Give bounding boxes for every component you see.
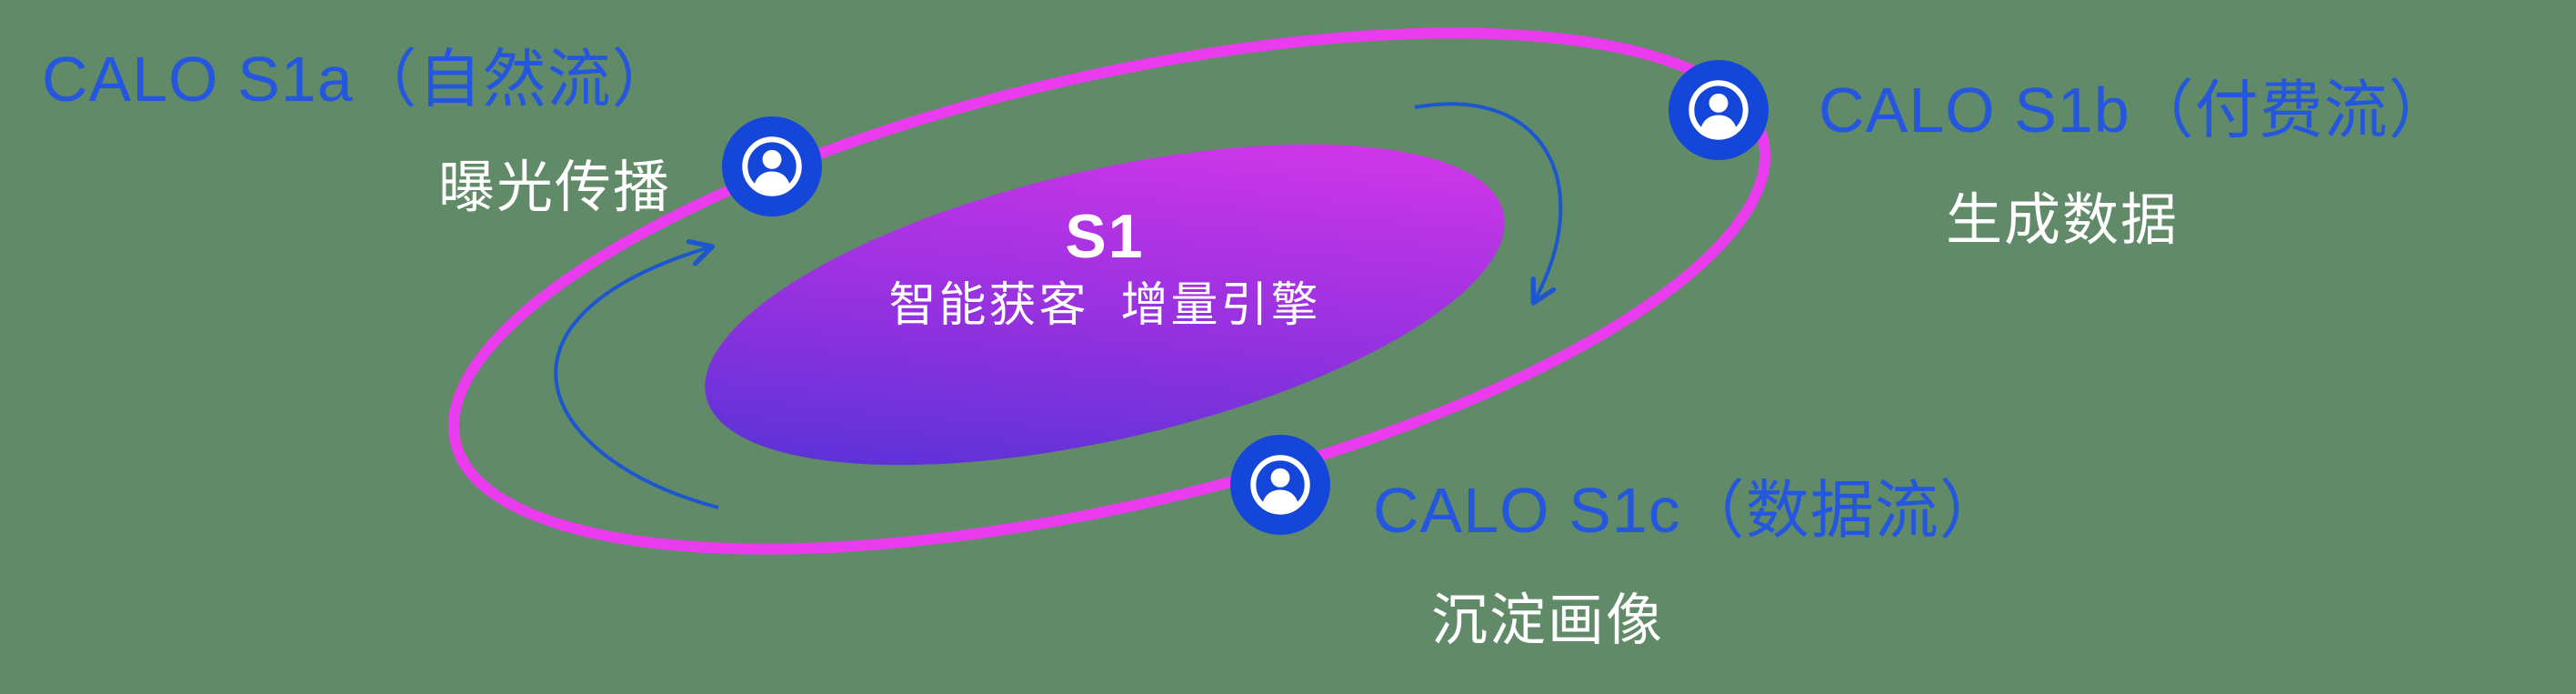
right-flow-arrow	[1414, 102, 1563, 306]
core-title: S1	[1065, 202, 1145, 271]
left-flow-arrow	[554, 238, 719, 509]
sublabel-s1c: 沉淀画像	[1431, 589, 1665, 652]
sublabel-s1b: 生成数据	[1946, 189, 2180, 252]
core-subtitle: 智能获客 增量引擎	[888, 279, 1321, 332]
label-s1c: CALO S1c（数据流）	[1373, 475, 2004, 546]
user-icon	[1230, 435, 1330, 535]
sublabel-s1a: 曝光传播	[438, 156, 672, 219]
label-s1a: CALO S1a（自然流）	[42, 44, 677, 115]
core-ellipse	[705, 144, 1505, 466]
node-s1a	[722, 116, 822, 216]
label-s1b: CALO S1b（付费流）	[1819, 75, 2453, 146]
user-icon	[1669, 60, 1769, 160]
orbit-ring	[447, 27, 1771, 555]
core-text: S1 智能获客 增量引擎	[696, 206, 1514, 329]
node-s1c	[1230, 435, 1330, 535]
user-icon	[722, 116, 822, 216]
node-s1b	[1669, 60, 1769, 160]
